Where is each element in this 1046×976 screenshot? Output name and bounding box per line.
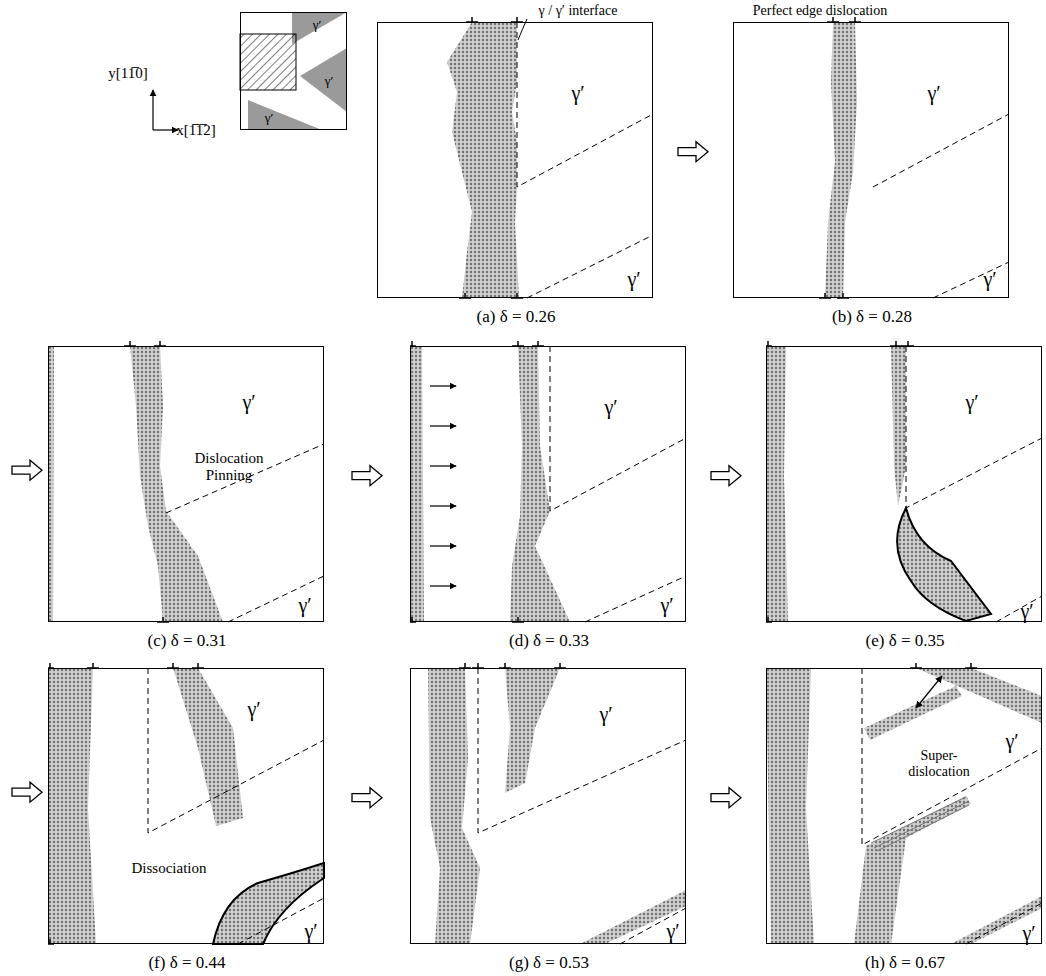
panel-caption: (g) δ = 0.53 bbox=[509, 953, 589, 973]
step-arrow bbox=[12, 782, 42, 802]
step-arrow bbox=[352, 788, 382, 808]
step-arrow bbox=[352, 466, 382, 486]
phase-label: γ′ bbox=[265, 111, 274, 126]
simulation-panel: Perfect edge dislocationγ′γ′(b) δ = 0.28 bbox=[733, 22, 1009, 298]
phase-label: γ′ bbox=[983, 268, 996, 291]
hollow-arrow bbox=[678, 142, 708, 162]
panel-caption: (f) δ = 0.44 bbox=[148, 953, 225, 973]
simulation-panel: γ′Dislocation Pinningγ′(c) δ = 0.31 bbox=[48, 346, 324, 622]
annotation: γ / γ′ interface bbox=[539, 3, 618, 19]
step-arrow bbox=[678, 142, 708, 162]
annotation: Dislocation Pinning bbox=[187, 450, 272, 485]
phase-label: γ′ bbox=[247, 698, 260, 721]
phase-label: γ′ bbox=[666, 920, 679, 943]
inset-schematic: γ′ γ′ γ′ bbox=[240, 12, 347, 130]
phase-label: γ′ bbox=[599, 703, 612, 726]
hollow-arrow bbox=[352, 788, 382, 808]
phase-label: γ′ bbox=[298, 594, 311, 617]
phase-label: γ′ bbox=[242, 391, 255, 414]
simulation-panel: γ′Super- dislocationγ′(h) δ = 0.67 bbox=[766, 668, 1042, 944]
panel-caption: (d) δ = 0.33 bbox=[509, 631, 589, 651]
phase-label: γ′ bbox=[1020, 600, 1033, 623]
panel-caption: (h) δ = 0.67 bbox=[865, 953, 945, 973]
step-arrow bbox=[711, 788, 741, 808]
annotation: Dissociation bbox=[132, 860, 207, 877]
simulation-panel: γ′Dissociationγ′(f) δ = 0.44 bbox=[48, 668, 324, 944]
panel-caption: (b) δ = 0.28 bbox=[832, 307, 912, 327]
step-arrow bbox=[711, 466, 741, 486]
panel-caption: (e) δ = 0.35 bbox=[866, 631, 945, 651]
simulation-panel: γ′γ′(e) δ = 0.35 bbox=[766, 346, 1042, 622]
simulation-panel: γ′γ′(d) δ = 0.33 bbox=[410, 346, 686, 622]
phase-label: γ′ bbox=[927, 82, 940, 105]
phase-label: γ′ bbox=[660, 594, 673, 617]
annotation: Super- dislocation bbox=[899, 748, 979, 780]
phase-label: γ′ bbox=[1022, 922, 1035, 945]
phase-label: γ′ bbox=[313, 18, 322, 33]
simulation-panel: γ′γ′(g) δ = 0.53 bbox=[410, 668, 686, 944]
phase-label: γ′ bbox=[304, 920, 317, 943]
hollow-arrow bbox=[711, 788, 741, 808]
phase-label: γ′ bbox=[325, 74, 334, 89]
hollow-arrow bbox=[12, 460, 42, 480]
axis-label: y[11̅0] bbox=[108, 65, 147, 82]
step-arrow bbox=[12, 460, 42, 480]
phase-label: γ′ bbox=[1005, 730, 1018, 753]
panel-caption: (a) δ = 0.26 bbox=[477, 307, 556, 327]
phase-label: γ′ bbox=[627, 268, 640, 291]
phase-label: γ′ bbox=[965, 391, 978, 414]
phase-label: γ′ bbox=[571, 82, 584, 105]
axis-label: x[1̅1̅2] bbox=[176, 122, 215, 139]
panel-caption: (c) δ = 0.31 bbox=[148, 631, 227, 651]
hollow-arrow bbox=[711, 466, 741, 486]
phase-label: γ′ bbox=[604, 396, 617, 419]
hollow-arrow bbox=[12, 782, 42, 802]
simulation-panel: γ / γ′ interfaceγ′γ′(a) δ = 0.26 bbox=[377, 22, 653, 298]
annotation: Perfect edge dislocation bbox=[753, 3, 888, 19]
hollow-arrow bbox=[352, 466, 382, 486]
